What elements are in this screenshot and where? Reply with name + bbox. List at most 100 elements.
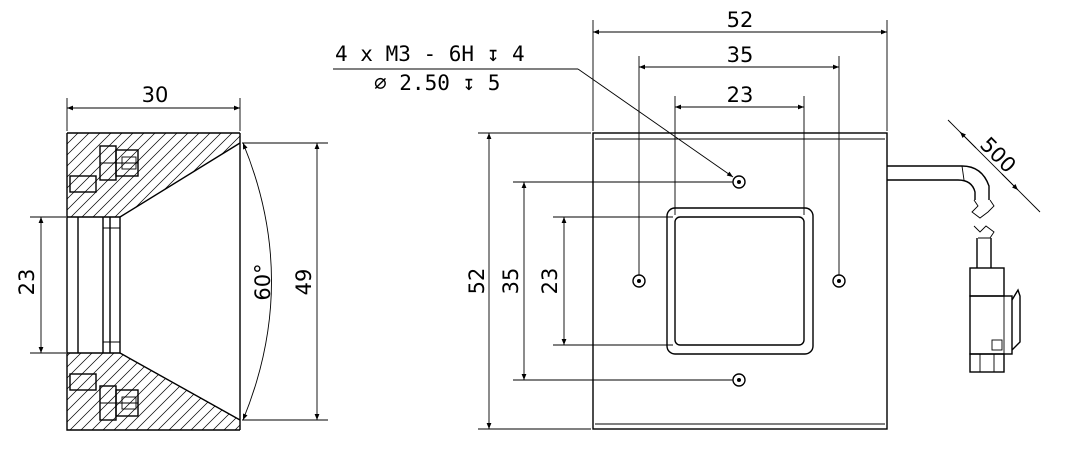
hatch-line bbox=[67, 353, 140, 430]
hatch-line bbox=[67, 353, 151, 430]
hatch-line bbox=[420, 130, 510, 220]
screw-detail-bottom bbox=[69, 373, 139, 421]
hatch-line bbox=[133, 353, 217, 430]
hatch-line bbox=[67, 353, 85, 430]
mount-hole-right bbox=[832, 274, 846, 288]
hatch-line bbox=[255, 130, 345, 220]
dim-text-window-width: 23 bbox=[727, 83, 754, 107]
hatch-line bbox=[0, 130, 15, 220]
hatch-line bbox=[0, 350, 40, 432]
hatch-line bbox=[321, 130, 411, 220]
mount-hole-top bbox=[732, 175, 746, 189]
section-hatch-top bbox=[0, 130, 543, 220]
hatch-line bbox=[0, 350, 62, 432]
dim-text-angle: 60° bbox=[251, 263, 275, 300]
hatch-line bbox=[0, 350, 18, 432]
hatch-line bbox=[387, 130, 477, 220]
dimension-hole-spacing-v-35: 35 bbox=[499, 181, 733, 381]
hatch-line bbox=[431, 350, 513, 432]
hatch-line bbox=[288, 130, 378, 220]
cable-outer-lower bbox=[887, 179, 976, 200]
callout-line-1: 4 x M3 - 6H ↧ 4 bbox=[335, 42, 525, 66]
hatch-line bbox=[111, 353, 195, 430]
hatch-line bbox=[199, 353, 240, 430]
hatch-line bbox=[199, 133, 240, 217]
hatch-line bbox=[453, 130, 543, 220]
mount-hole-bottom bbox=[732, 373, 746, 387]
dim-text-aperture: 23 bbox=[15, 269, 39, 296]
hatch-line bbox=[442, 350, 524, 432]
dim-text-cable-length: 500 bbox=[975, 132, 1020, 177]
hatch-line bbox=[0, 130, 48, 220]
hatch-line bbox=[0, 130, 59, 220]
connector-body bbox=[969, 295, 1013, 355]
hatch-line bbox=[299, 130, 389, 220]
mount-hole-left bbox=[632, 274, 646, 288]
hatch-line bbox=[376, 130, 466, 220]
hatch-line bbox=[343, 130, 433, 220]
hatch-line bbox=[67, 133, 104, 217]
hatch-line bbox=[409, 350, 491, 432]
hatch-line bbox=[376, 350, 458, 432]
connector-tip bbox=[969, 353, 1005, 373]
hatch-line bbox=[67, 353, 74, 430]
hatch-line bbox=[221, 133, 240, 217]
hatch-line bbox=[442, 130, 532, 220]
window-outer bbox=[666, 207, 814, 355]
hatch-line bbox=[431, 130, 521, 220]
connector-housing bbox=[969, 267, 1005, 297]
hatch-line bbox=[321, 350, 403, 432]
hatch-line bbox=[365, 130, 455, 220]
hatch-line bbox=[409, 130, 499, 220]
hatch-line bbox=[67, 353, 96, 430]
hatch-line bbox=[67, 133, 137, 217]
hatch-line bbox=[155, 353, 239, 430]
hatch-line bbox=[67, 133, 115, 217]
dim-text-window-height: 23 bbox=[538, 268, 562, 295]
dimension-window-width-23: 23 bbox=[674, 83, 805, 215]
hatch-line bbox=[111, 133, 203, 217]
hatch-line bbox=[332, 350, 414, 432]
hatch-line bbox=[67, 133, 93, 217]
dimension-aperture-23: 23 bbox=[15, 216, 66, 354]
hatch-line bbox=[453, 350, 535, 432]
hatch-line bbox=[0, 130, 37, 220]
front-view: 52 35 23 52 35 bbox=[333, 8, 1041, 430]
hatch-line bbox=[244, 130, 334, 220]
hatch-line bbox=[310, 130, 400, 220]
dimension-window-height-23: 23 bbox=[538, 216, 673, 346]
hatch-line bbox=[100, 133, 192, 217]
hatch-line bbox=[78, 353, 162, 430]
dim-text-hole-spacing-h: 35 bbox=[727, 43, 754, 67]
callout-leader bbox=[577, 68, 734, 178]
hatch-line bbox=[155, 133, 240, 217]
lens-bore bbox=[67, 216, 121, 354]
side-section-view: 30 23 60° 49 bbox=[0, 83, 543, 432]
dimension-height-49: 49 bbox=[242, 142, 328, 421]
dim-text-hole-spacing-v: 35 bbox=[499, 268, 523, 295]
hatch-line bbox=[133, 133, 225, 217]
side-body-outline bbox=[66, 132, 241, 431]
hatch-line bbox=[122, 133, 214, 217]
dim-text-30: 30 bbox=[142, 83, 169, 107]
connector-latch bbox=[1011, 288, 1021, 351]
hatch-line bbox=[89, 133, 181, 217]
hatch-line bbox=[67, 133, 126, 217]
hatch-line bbox=[188, 133, 240, 217]
hatch-line bbox=[0, 130, 26, 220]
hatch-line bbox=[67, 353, 107, 430]
cable-assembly bbox=[887, 165, 1021, 373]
hatch-line bbox=[387, 350, 469, 432]
front-body-outline bbox=[592, 132, 888, 430]
hatch-line bbox=[365, 350, 447, 432]
hatch-line bbox=[210, 133, 240, 217]
hatch-line bbox=[67, 353, 118, 430]
cone-edge-top bbox=[119, 142, 241, 218]
hatch-line bbox=[354, 350, 436, 432]
hatch-line bbox=[67, 353, 129, 430]
screw-detail-top bbox=[69, 145, 139, 193]
dimension-width-30: 30 bbox=[66, 83, 241, 131]
hatch-line bbox=[144, 133, 236, 217]
dim-text-height: 49 bbox=[292, 269, 316, 296]
hatch-line bbox=[166, 353, 240, 430]
